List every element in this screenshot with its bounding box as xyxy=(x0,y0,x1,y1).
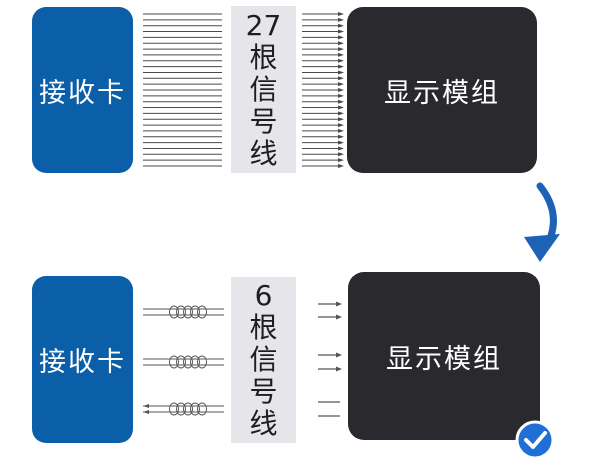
bottom-display-module-label: 显示模组 xyxy=(386,343,502,375)
top-unit-char-0: 根 xyxy=(249,40,278,74)
top-display-module: 显示模组 xyxy=(347,7,537,173)
signal-arrowhead xyxy=(338,47,344,52)
signal-arrowhead xyxy=(338,12,344,16)
bottom-display-module: 显示模组 xyxy=(348,272,540,440)
signal-arrowhead xyxy=(338,17,344,22)
signal-arrowhead xyxy=(338,23,344,28)
signal-arrowhead xyxy=(338,93,344,98)
twisted-pair-cable xyxy=(143,305,224,319)
signal-arrowhead xyxy=(338,58,344,63)
signal-arrowhead xyxy=(338,146,344,151)
twisted-pair-cable xyxy=(143,355,224,369)
signal-arrowhead xyxy=(338,52,344,57)
top-unit-char-3: 线 xyxy=(249,136,278,170)
signal-arrowhead xyxy=(338,134,344,139)
signal-arrowhead xyxy=(338,111,344,116)
bottom-unit-char-1: 信 xyxy=(249,343,278,376)
signal-arrowhead xyxy=(338,70,344,75)
signal-arrowhead xyxy=(338,82,344,87)
top-signal-count-label: 27 根 信 号 线 xyxy=(231,6,296,173)
signal-arrowhead xyxy=(338,117,344,122)
bottom-unit-char-0: 根 xyxy=(249,311,278,344)
signal-arrowhead xyxy=(338,41,344,46)
signal-arrow xyxy=(318,301,342,307)
top-unit-char-2: 号 xyxy=(249,104,278,138)
top-receiving-card-label: 接收卡 xyxy=(39,77,126,109)
signal-arrow xyxy=(318,352,342,358)
signal-arrow xyxy=(318,366,342,372)
twisted-pair-cable xyxy=(143,402,224,416)
signal-arrowhead xyxy=(338,164,344,168)
signal-arrowhead xyxy=(338,123,344,128)
signal-arrowhead xyxy=(338,105,344,110)
bottom-unit-char-3: 线 xyxy=(249,407,278,440)
top-signal-count: 27 xyxy=(245,8,282,42)
top-display-module-label: 显示模组 xyxy=(384,77,500,109)
signal-arrowhead xyxy=(338,140,344,145)
bottom-signal-count: 6 xyxy=(254,279,273,312)
bottom-receiving-card: 接收卡 xyxy=(32,276,133,443)
signal-arrow xyxy=(318,314,342,320)
top-unit-char-1: 信 xyxy=(249,72,278,106)
signal-arrowhead xyxy=(338,76,344,81)
signal-arrowhead xyxy=(338,152,344,157)
signal-arrowhead xyxy=(338,128,344,133)
signal-arrowhead xyxy=(338,29,344,34)
signal-arrowhead xyxy=(338,158,344,163)
top-receiving-card: 接收卡 xyxy=(32,7,133,173)
signal-arrowhead xyxy=(338,88,344,92)
bottom-signal-count-label: 6 根 信 号 线 xyxy=(231,277,296,443)
signal-arrowhead xyxy=(338,99,344,104)
bottom-receiving-card-label: 接收卡 xyxy=(39,347,126,378)
bottom-unit-char-2: 号 xyxy=(249,375,278,408)
signal-arrowhead xyxy=(338,35,344,40)
signal-arrowhead xyxy=(338,64,344,69)
